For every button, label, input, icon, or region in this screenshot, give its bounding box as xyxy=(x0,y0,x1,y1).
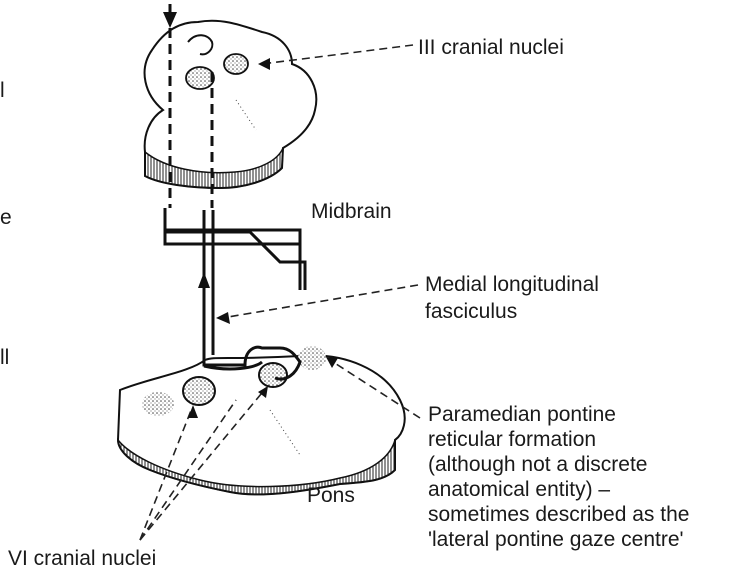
mlf-leader-arrowhead xyxy=(216,312,230,324)
mlf-tract xyxy=(165,208,305,379)
mlf-arrowhead xyxy=(198,272,210,288)
left-fragment-3: ll xyxy=(0,345,9,370)
pprf-left-stipple xyxy=(142,392,174,416)
label-pprf-line3: (although not a discrete xyxy=(428,452,647,477)
pprf-right-stipple xyxy=(298,346,326,370)
label-iii-cranial-nuclei: III cranial nuclei xyxy=(418,35,564,60)
label-pprf-line1: Paramedian pontine xyxy=(428,402,616,427)
iii-nucleus-right xyxy=(224,54,248,74)
label-pprf-line6: 'lateral pontine gaze centre' xyxy=(428,527,684,552)
label-pons: Pons xyxy=(307,483,355,508)
vi-nucleus-left xyxy=(183,377,215,405)
label-mlf-line2: fasciculus xyxy=(425,299,517,324)
label-mlf-line1: Medial longitudinal xyxy=(425,272,599,297)
left-fragment-2: e xyxy=(0,205,12,230)
label-pprf-line4: anatomical entity) – xyxy=(428,477,610,502)
top-arrowhead xyxy=(163,12,177,28)
label-pprf-line5: sometimes described as the xyxy=(428,502,689,527)
label-vi-cranial-nuclei: VI cranial nuclei xyxy=(8,546,156,571)
vi-nucleus-right xyxy=(259,363,287,387)
label-pprf-line2: reticular formation xyxy=(428,427,596,452)
iii-nucleus-left xyxy=(186,67,214,89)
left-fragment-1: l xyxy=(0,78,5,103)
label-midbrain: Midbrain xyxy=(311,199,392,224)
